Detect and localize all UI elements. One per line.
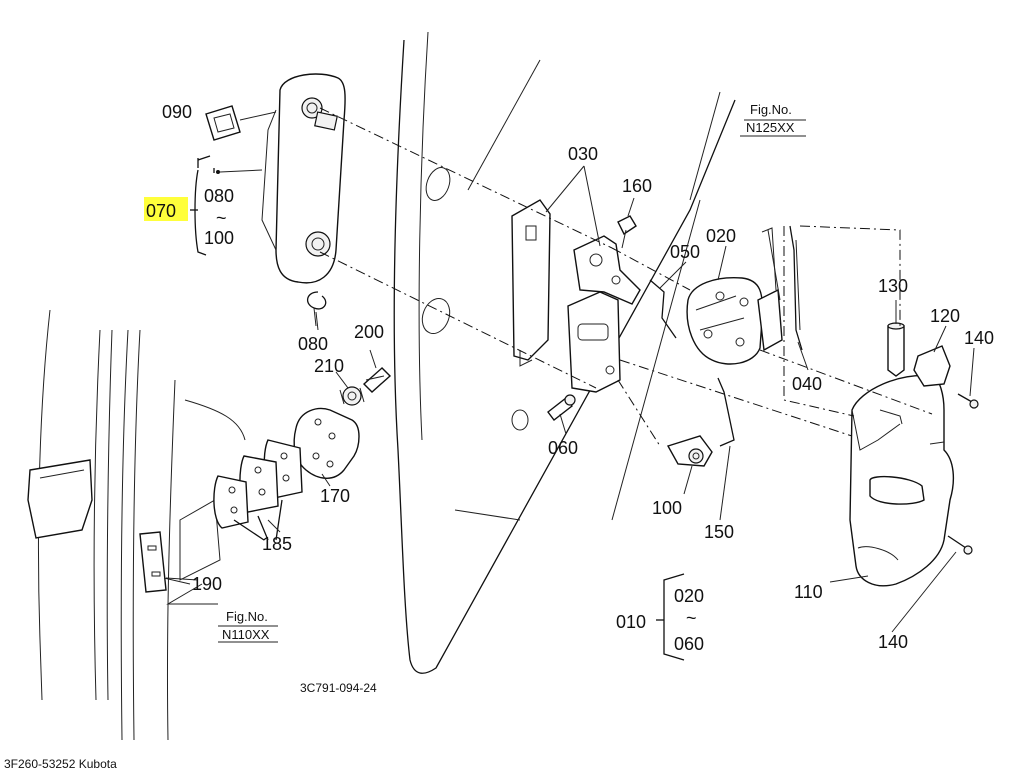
outside-handle-plates [213,407,360,541]
label-185[interactable]: 185 [262,534,292,554]
label-190[interactable]: 190 [192,574,222,594]
screw-140-top [957,393,979,409]
label-080-clip[interactable]: 080 [298,334,328,354]
label-030[interactable]: 030 [568,144,598,164]
label-020[interactable]: 020 [706,226,736,246]
striker-plate [139,531,191,593]
label-200[interactable]: 200 [354,322,384,342]
leader-lines [165,91,975,633]
range-tilde: ~ [216,208,227,228]
label-040[interactable]: 040 [792,374,822,394]
fig-ref-lower-label: Fig.No. [226,609,268,624]
group-bracket-070 [190,155,263,256]
label-140-top[interactable]: 140 [964,328,994,348]
cab-pillar-outline [27,309,246,741]
range-tilde-2: ~ [686,608,697,628]
label-080-top[interactable]: 080 [204,186,234,206]
fig-ref-upper: Fig.No. N125XX [740,102,806,137]
bolt-060 [547,394,576,421]
label-100-lock[interactable]: 100 [652,498,682,518]
part-labels[interactable]: 090 070 080 ~ 100 080 200 210 170 185 19… [146,102,994,654]
group-bracket-010 [656,573,685,661]
key-lock-cylinder [666,435,713,467]
label-130[interactable]: 130 [878,276,908,296]
door-lock-assembly [686,227,783,365]
label-060-range[interactable]: 060 [674,634,704,654]
grommet-square [205,105,277,141]
fig-ref-upper-value: N125XX [746,120,795,135]
cap-120 [913,345,951,387]
rod-040 [789,225,803,351]
fig-ref-upper-label: Fig.No. [750,102,792,117]
fig-ref-lower: Fig.No. N110XX [218,609,278,643]
label-140-bottom[interactable]: 140 [878,632,908,652]
screw-140-bottom [947,535,973,555]
label-060[interactable]: 060 [548,438,578,458]
fig-ref-lower-value: N110XX [222,627,270,642]
drawing-code: 3C791-094-24 [300,681,377,695]
rod-050 [649,279,677,339]
assembly-centerlines [319,107,933,447]
label-020-range[interactable]: 020 [674,586,704,606]
label-090[interactable]: 090 [162,102,192,122]
pin-130 [887,322,905,377]
label-120[interactable]: 120 [930,306,960,326]
label-100-top[interactable]: 100 [204,228,234,248]
label-070[interactable]: 070 [146,201,176,221]
label-170[interactable]: 170 [320,486,350,506]
door-frame-outline [393,31,736,674]
screw-washer [339,367,392,406]
label-210[interactable]: 210 [314,356,344,376]
part-070-highlight [144,197,188,221]
outer-door-handle [849,374,955,587]
inside-handle-plate [213,73,346,284]
label-160[interactable]: 160 [622,176,652,196]
label-150[interactable]: 150 [704,522,734,542]
label-050[interactable]: 050 [670,242,700,262]
bolt-160 [617,215,637,249]
latch-bracket [511,199,641,393]
footer-caption: 3F260-53252 Kubota [4,757,117,771]
label-010[interactable]: 010 [616,612,646,632]
label-110[interactable]: 110 [794,582,823,602]
rod-150 [717,377,735,447]
spring-clip [307,291,327,327]
